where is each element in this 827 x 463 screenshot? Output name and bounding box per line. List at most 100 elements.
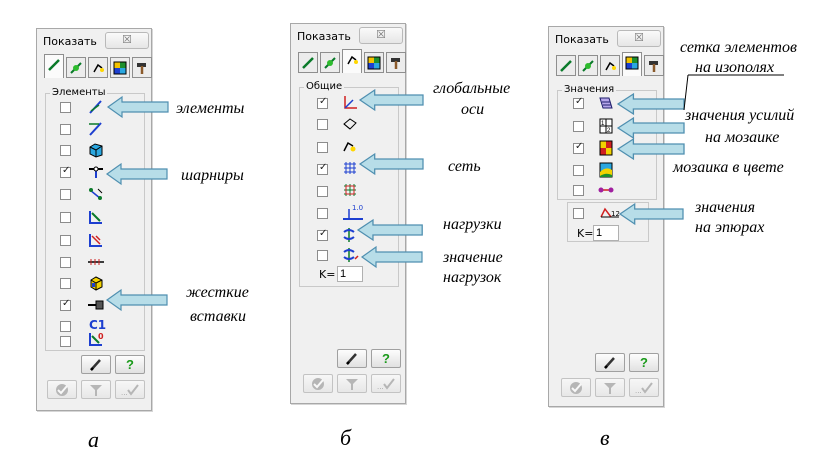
panel-c-edit-button[interactable] bbox=[595, 353, 625, 372]
checkbox-row-1[interactable] bbox=[317, 96, 328, 109]
tab-lamp[interactable] bbox=[88, 57, 108, 78]
panel-a-help-button[interactable]: ? bbox=[115, 355, 145, 374]
checkbox-row-3[interactable] bbox=[60, 145, 71, 156]
panel-a-apply-button[interactable]: ... bbox=[115, 380, 145, 399]
panel-b-k-label: K= bbox=[319, 268, 336, 281]
checkbox-row-2[interactable] bbox=[60, 124, 71, 135]
checkbox-row-8[interactable] bbox=[317, 250, 328, 261]
panel-c-titlebar: Показать ☒ bbox=[549, 27, 663, 51]
plate-icon bbox=[87, 142, 105, 158]
panel-a: Показать ☒ Элементы C1 0 ? ... bbox=[36, 28, 152, 411]
svg-text:0: 0 bbox=[98, 332, 104, 341]
tab-mosaic[interactable] bbox=[622, 52, 642, 76]
tab-mosaic[interactable] bbox=[364, 52, 384, 73]
c1-label: C1 bbox=[89, 318, 107, 332]
panel-a-title: Показать bbox=[43, 35, 97, 48]
checkbox-row-10[interactable] bbox=[60, 298, 71, 311]
panel-a-filter-button[interactable] bbox=[81, 380, 111, 399]
panel-b-apply-all-button[interactable] bbox=[303, 374, 333, 393]
panel-b-filter-button[interactable] bbox=[337, 374, 367, 393]
panel-c-k-input[interactable]: 1 bbox=[593, 225, 619, 241]
checkbox-row-5[interactable] bbox=[60, 189, 71, 200]
checkbox-row-3[interactable] bbox=[573, 141, 584, 154]
svg-text:1.0: 1.0 bbox=[352, 204, 363, 212]
tab-node[interactable] bbox=[66, 57, 86, 78]
panel-b-k-input[interactable]: 1 bbox=[337, 266, 363, 282]
pin-icon bbox=[341, 138, 359, 154]
checkbox-row-2[interactable] bbox=[317, 119, 328, 130]
panel-a-apply-all-button[interactable] bbox=[47, 380, 77, 399]
panel-b-apply-button[interactable]: ... bbox=[371, 374, 401, 393]
checkbox-row-7[interactable] bbox=[317, 228, 328, 241]
checkbox-row-5[interactable] bbox=[317, 186, 328, 197]
note-rigid-2: вставки bbox=[190, 308, 247, 325]
checkbox-row-12[interactable] bbox=[60, 336, 71, 347]
load-icon bbox=[341, 227, 359, 243]
note-isofield-1: сетка элементов bbox=[680, 39, 797, 56]
caption-a: а bbox=[88, 427, 99, 452]
panel-c-title: Показать bbox=[555, 33, 609, 46]
scale-icon: 1.0 bbox=[341, 202, 367, 222]
panel-a-close-button[interactable]: ☒ bbox=[105, 32, 149, 49]
node-link-icon bbox=[597, 182, 615, 198]
panel-b-help-button[interactable]: ? bbox=[371, 349, 401, 368]
tab-node[interactable] bbox=[320, 52, 340, 73]
checkbox-row-1[interactable] bbox=[60, 102, 71, 113]
chain-icon bbox=[87, 254, 105, 270]
panel-c-apply-all-button[interactable] bbox=[561, 378, 591, 397]
panel-b-close-button[interactable]: ☒ bbox=[359, 27, 403, 44]
note-load-values-1: значение bbox=[443, 249, 503, 266]
note-axes-2: оси bbox=[461, 101, 485, 118]
panel-c-close-button[interactable]: ☒ bbox=[617, 30, 661, 47]
panel-c-k-label: K= bbox=[577, 227, 594, 240]
eraser-icon bbox=[341, 116, 359, 132]
tab-pencil[interactable] bbox=[44, 54, 64, 78]
panel-c-help-button[interactable]: ? bbox=[629, 353, 659, 372]
tab-pencil[interactable] bbox=[556, 55, 576, 76]
panel-a-edit-button[interactable] bbox=[81, 355, 111, 374]
checkbox-row-11[interactable] bbox=[60, 321, 71, 332]
panel-b-group: Общие bbox=[299, 81, 399, 287]
note-axes-1: глобальные bbox=[433, 80, 511, 97]
checkbox-row-6[interactable] bbox=[60, 212, 71, 223]
note-load-values-2: нагрузок bbox=[443, 269, 502, 286]
checkbox-row-3[interactable] bbox=[317, 142, 328, 153]
diagram-values-icon: 12 bbox=[599, 205, 621, 221]
force-values-icon bbox=[597, 95, 615, 111]
checkbox-row-8[interactable] bbox=[60, 257, 71, 268]
checkbox-row-4[interactable] bbox=[317, 162, 328, 175]
tab-node[interactable] bbox=[578, 55, 598, 76]
note-hinges: шарниры bbox=[181, 167, 244, 184]
checkbox-row-2[interactable] bbox=[573, 121, 584, 132]
checkbox-row-9[interactable] bbox=[60, 278, 71, 289]
tab-lamp[interactable] bbox=[600, 55, 620, 76]
checkbox-row-6[interactable] bbox=[317, 208, 328, 219]
tab-pencil[interactable] bbox=[298, 52, 318, 73]
tab-lamp[interactable] bbox=[342, 49, 362, 73]
panel-b-edit-button[interactable] bbox=[337, 349, 367, 368]
panel-c-group-label: Значения bbox=[562, 84, 617, 96]
svg-text:1: 1 bbox=[601, 121, 605, 127]
panel-b: Показать ☒ Общие 1.0 K= 1 ? ... bbox=[290, 23, 406, 404]
tab-hammer[interactable] bbox=[386, 52, 406, 73]
note-grid: сеть bbox=[448, 158, 481, 175]
tab-mosaic[interactable] bbox=[110, 57, 130, 78]
svg-text:12: 12 bbox=[611, 210, 620, 218]
checkbox-row-4[interactable] bbox=[573, 165, 584, 176]
note-isofield-2: на изополях bbox=[695, 59, 775, 76]
panel-b-title: Показать bbox=[297, 30, 351, 43]
panel-c-filter-button[interactable] bbox=[595, 378, 625, 397]
checkbox-row-1[interactable] bbox=[573, 96, 584, 109]
note-loads: нагрузки bbox=[443, 216, 502, 233]
svg-text:...: ... bbox=[377, 382, 384, 391]
checkbox-row-6[interactable] bbox=[573, 208, 584, 219]
checkbox-row-7[interactable] bbox=[60, 235, 71, 246]
panel-b-group-label: Общие bbox=[304, 81, 345, 93]
panel-c-apply-button[interactable]: ... bbox=[629, 378, 659, 397]
svg-text:...: ... bbox=[635, 386, 642, 395]
checkbox-row-4[interactable] bbox=[60, 165, 71, 178]
tab-hammer[interactable] bbox=[132, 57, 152, 78]
panel-a-titlebar: Показать ☒ bbox=[37, 29, 151, 53]
tab-hammer[interactable] bbox=[644, 55, 664, 76]
checkbox-row-5[interactable] bbox=[573, 185, 584, 196]
